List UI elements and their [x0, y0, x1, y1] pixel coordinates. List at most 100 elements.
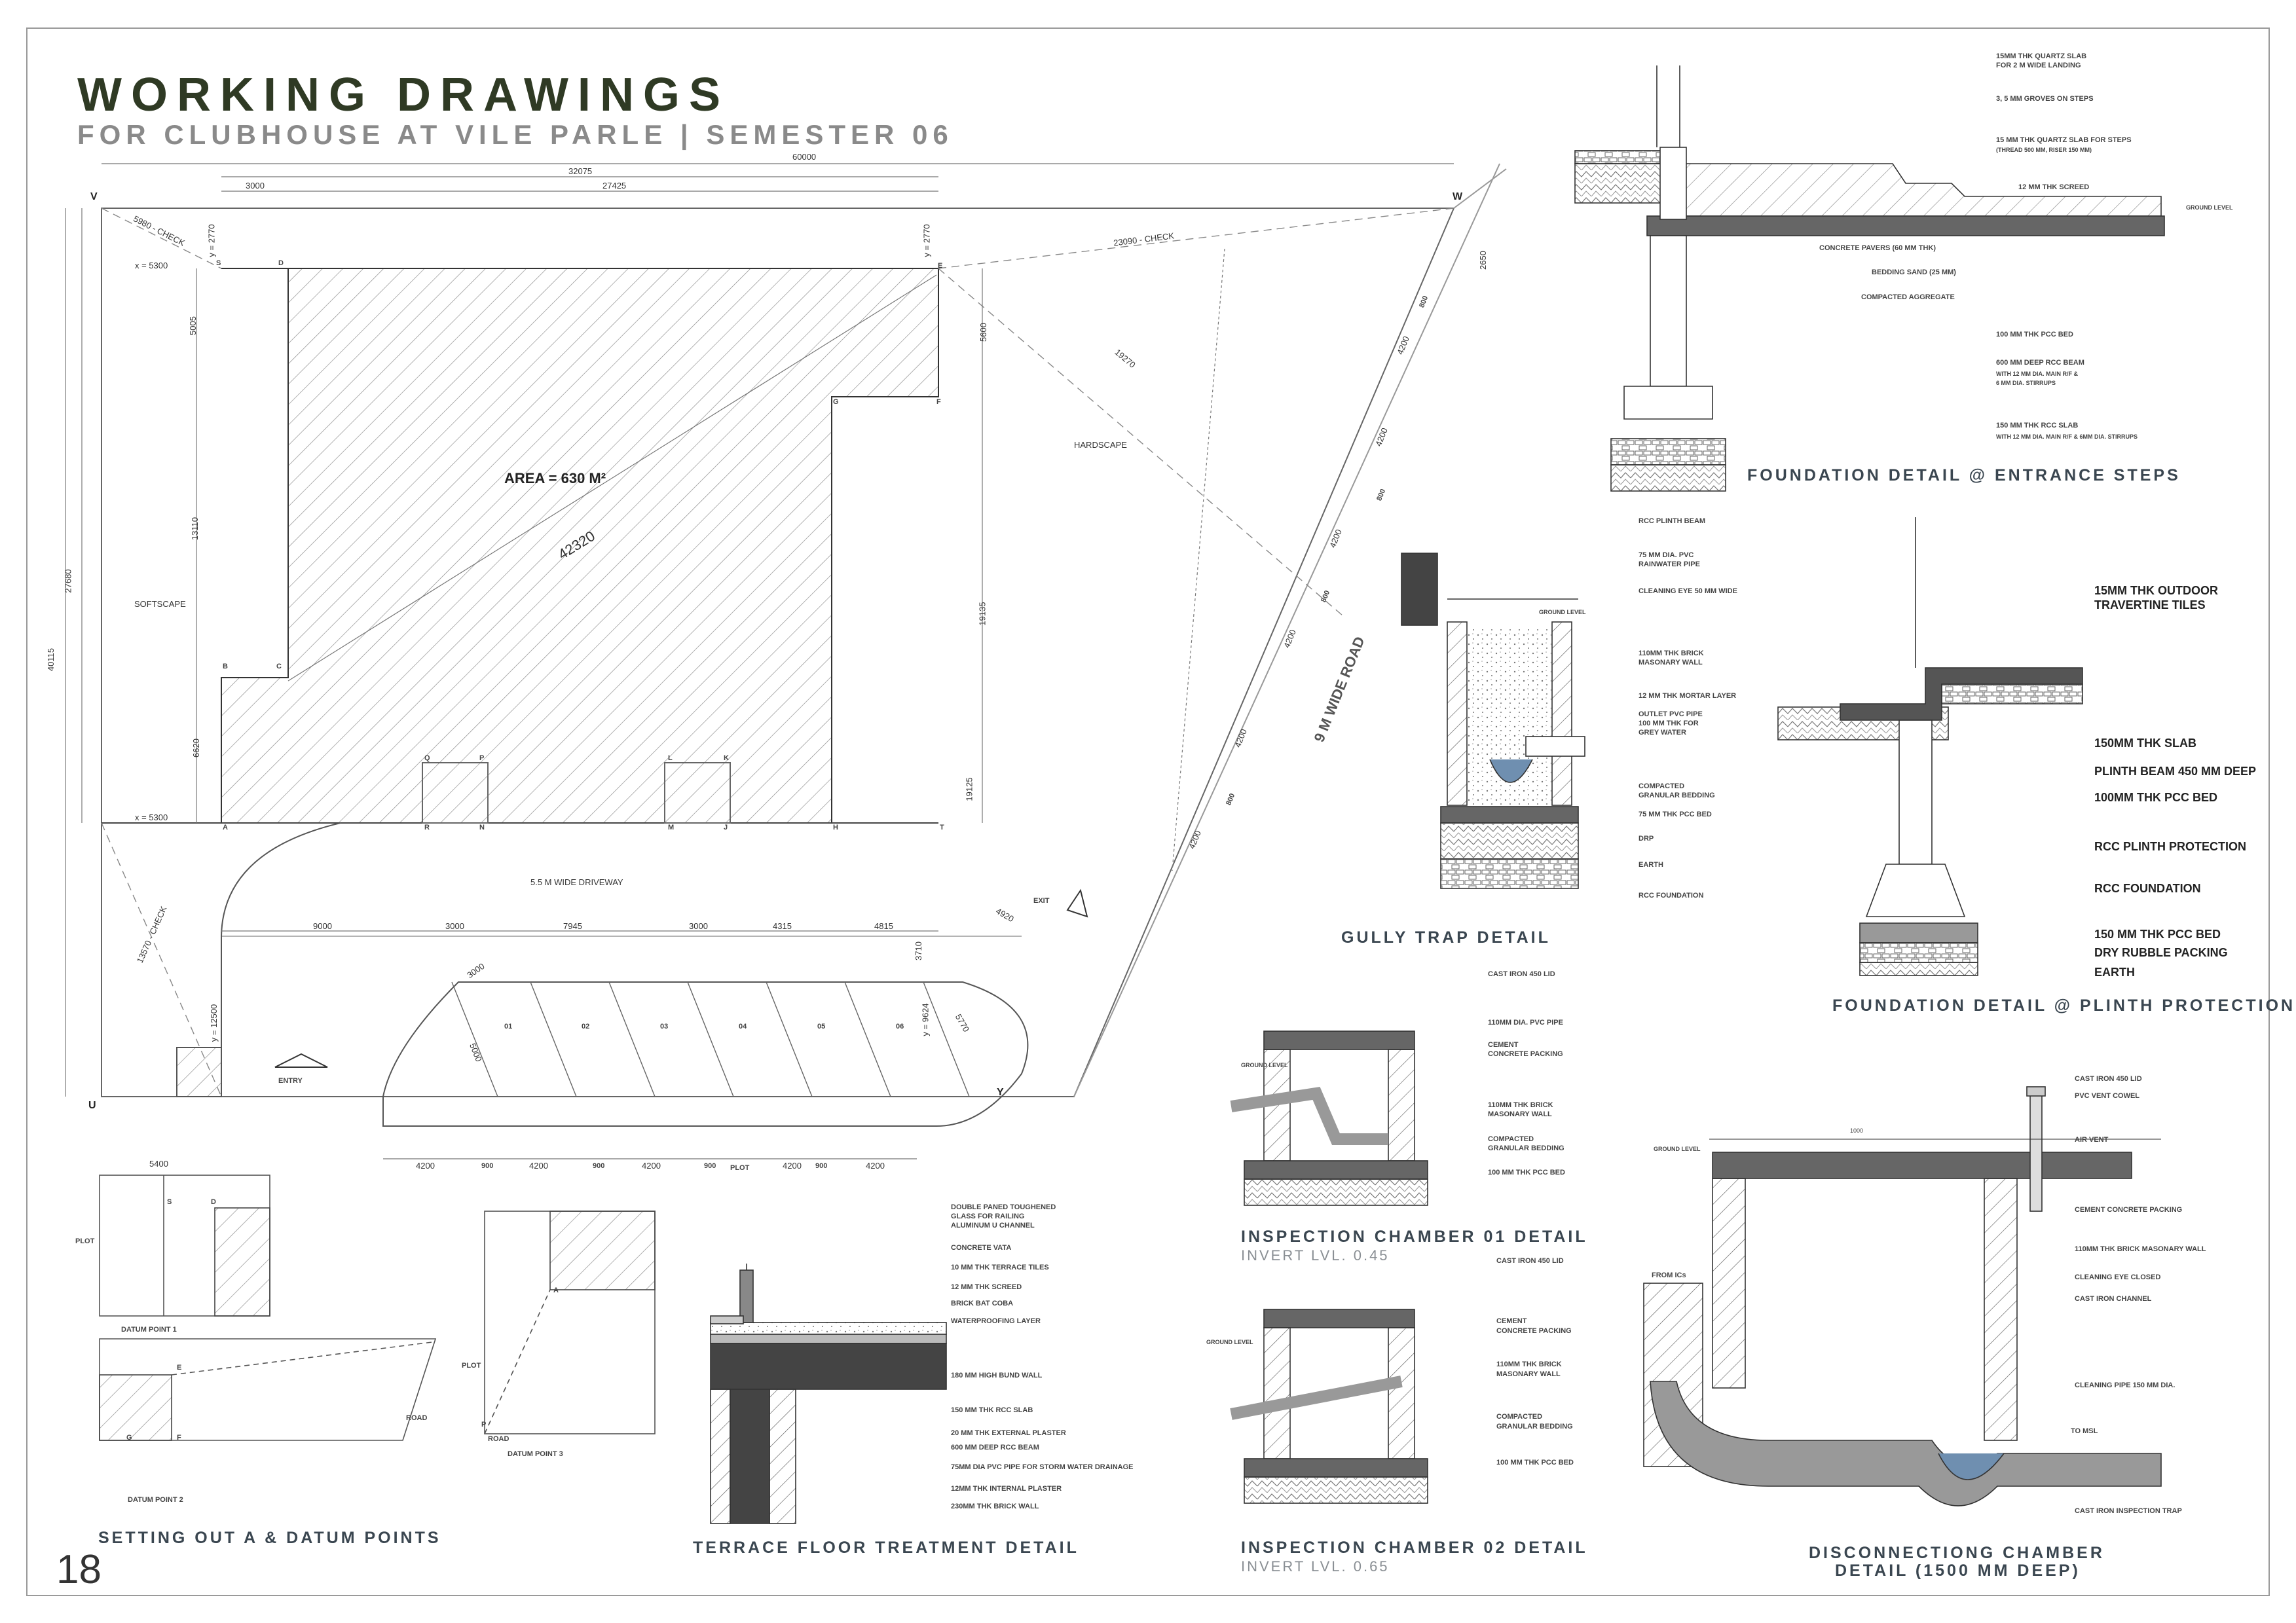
terrace-label-7: BRICK BAT COBA — [951, 1300, 1014, 1307]
point-e: E — [938, 262, 943, 270]
dc-top-dim: 1000 — [1850, 1127, 1864, 1134]
steps-label-13: 6 MM DIA. STIRRUPS — [1996, 380, 2056, 386]
ic1-label-7: COMPACTED — [1488, 1135, 1534, 1143]
datum-pt-f: F — [177, 1434, 181, 1442]
driveway-label: 5.5 M WIDE DRIVEWAY — [530, 877, 623, 887]
drive-dim-4: 3000 — [689, 921, 708, 931]
dc-label-2: PVC VENT COWEL — [2075, 1092, 2140, 1100]
point-d: D — [278, 259, 284, 267]
gully-label-11: COMPACTED — [1639, 782, 1685, 790]
coord-x1: x = 5300 — [135, 261, 168, 270]
ic2-label-3: CONCRETE PACKING — [1496, 1327, 1572, 1335]
dc-detail — [1643, 1086, 2162, 1506]
terrace-label-5: 10 MM THK TERRACE TILES — [951, 1264, 1049, 1271]
terrace-label-4: CONCRETE VATA — [951, 1244, 1012, 1252]
gully-label-12: GRANULAR BEDDING — [1639, 792, 1715, 799]
point-r: R — [424, 824, 430, 831]
gully-label-10: GREY WATER — [1639, 729, 1686, 737]
drive-dim-5: 4315 — [773, 921, 792, 931]
ic1-label-6: MASONARY WALL — [1488, 1110, 1552, 1118]
ic2-label-5: MASONARY WALL — [1496, 1370, 1561, 1378]
point-q: Q — [424, 754, 430, 762]
datum-point-2: DATUM POINT 2 — [128, 1496, 183, 1504]
ic2-caption: INSPECTION CHAMBER 02 DETAIL — [1241, 1539, 1588, 1557]
entry-label: ENTRY — [278, 1077, 303, 1085]
steps-caption: FOUNDATION DETAIL @ ENTRANCE STEPS — [1747, 466, 2181, 484]
corner-v: V — [90, 191, 98, 202]
hardscape-label: HARDSCAPE — [1074, 440, 1127, 450]
ic1-label-5: 110MM THK BRICK — [1488, 1101, 1553, 1109]
datum-pt-s: S — [167, 1198, 172, 1206]
dc-label-9: TO MSL — [2071, 1427, 2098, 1435]
terrace-label-11: 20 MM THK EXTERNAL PLASTER — [951, 1429, 1066, 1437]
gully-label-3: RAINWATER PIPE — [1639, 560, 1700, 568]
datum-caption: SETTING OUT A & DATUM POINTS — [98, 1529, 441, 1547]
ic1-ground: GROUND LEVEL — [1241, 1062, 1288, 1068]
steps-label-2: FOR 2 M WIDE LANDING — [1996, 62, 2081, 69]
gully-label-5: 110MM THK BRICK — [1639, 649, 1704, 657]
drive-dim-1: 9000 — [313, 921, 332, 931]
steps-label-3: 3, 5 MM GROVES ON STEPS — [1996, 95, 2094, 103]
bottom-dim-5: 4200 — [642, 1161, 661, 1171]
gully-caption: GULLY TRAP DETAIL — [1341, 928, 1551, 947]
plinth-label-6: RCC PLINTH PROTECTION — [2094, 840, 2246, 853]
ic1-label-1: CAST IRON 450 LID — [1488, 970, 1555, 978]
parking-bay-01: 01 — [504, 1023, 513, 1030]
point-m: M — [668, 824, 675, 831]
plinth-label-10: EARTH — [2094, 966, 2135, 979]
ic2-invert: INVERT LVL. 0.65 — [1241, 1558, 1390, 1575]
bottom-dim-9: 4200 — [866, 1161, 885, 1171]
steps-label-1: 15MM THK QUARTZ SLAB — [1996, 52, 2087, 60]
bottom-dim-7: 4200 — [783, 1161, 802, 1171]
dc-label-1: CAST IRON 450 LID — [2075, 1075, 2142, 1083]
gully-label-14: DRP — [1639, 835, 1654, 843]
gully-label-4: CLEANING EYE 50 MM WIDE — [1639, 587, 1737, 595]
sheet-title: WORKING DRAWINGS — [77, 69, 730, 121]
dim-5005: 5005 — [187, 316, 198, 335]
dim-6620: 6620 — [191, 739, 201, 757]
steps-label-10: 100 MM THK PCC BED — [1996, 331, 2073, 338]
terrace-label-6: 12 MM THK SCREED — [951, 1283, 1022, 1291]
dim-40115: 40115 — [46, 647, 56, 672]
point-l: L — [668, 754, 673, 762]
ic1-label-2: 110MM DIA. PVC PIPE — [1488, 1019, 1563, 1027]
dim-27425: 27425 — [602, 181, 627, 191]
point-k: K — [724, 754, 729, 762]
dim-32075: 32075 — [568, 166, 593, 176]
gully-label-13: 75 MM THK PCC BED — [1639, 811, 1712, 818]
drive-dim-2: 3000 — [445, 921, 464, 931]
datum-pt-g: G — [126, 1434, 132, 1442]
bottom-dim-8: 900 — [815, 1162, 828, 1170]
point-f: F — [936, 398, 941, 406]
gully-ground: GROUND LEVEL — [1539, 609, 1586, 615]
terrace-label-3: ALUMINUM U CHANNEL — [951, 1222, 1035, 1230]
datum-pt-e: E — [177, 1364, 182, 1372]
gully-label-6: MASONARY WALL — [1639, 659, 1703, 666]
plinth-label-8: 150 MM THK PCC BED — [2094, 928, 2221, 941]
point-g: G — [833, 398, 839, 406]
ic2-label-7: GRANULAR BEDDING — [1496, 1423, 1573, 1431]
dc-ground: GROUND LEVEL — [1654, 1146, 1701, 1152]
steps-label-6: 12 MM THK SCREED — [2018, 183, 2090, 191]
bottom-dim-4: 900 — [593, 1162, 605, 1170]
ic1-label-3: CEMENT — [1488, 1041, 1519, 1049]
drive-dim-6: 4815 — [874, 921, 893, 931]
gully-label-2: 75 MM DIA. PVC — [1639, 551, 1694, 559]
point-p: P — [479, 754, 485, 762]
dim-2650: 2650 — [1477, 251, 1488, 270]
dim-19135: 19135 — [977, 602, 988, 626]
datum-pt-a: A — [553, 1286, 559, 1294]
sheet-border — [26, 27, 2270, 1596]
datum-point-1: DATUM POINT 1 — [121, 1326, 177, 1334]
point-b: B — [223, 663, 228, 670]
parking-bay-05: 05 — [817, 1023, 826, 1030]
ic2-label-4: 110MM THK BRICK — [1496, 1360, 1562, 1368]
steps-label-5: (THREAD 500 MM, RISER 150 MM) — [1996, 147, 2092, 153]
dim-3710: 3710 — [913, 941, 923, 960]
ic2-label-6: COMPACTED — [1496, 1413, 1543, 1421]
terrace-caption: TERRACE FLOOR TREATMENT DETAIL — [693, 1539, 1079, 1557]
dc-label-10: CAST IRON INSPECTION TRAP — [2075, 1507, 2182, 1515]
parking-bay-06: 06 — [896, 1023, 904, 1030]
terrace-label-13: 75MM DIA PVC PIPE FOR STORM WATER DRAINA… — [951, 1463, 1134, 1471]
